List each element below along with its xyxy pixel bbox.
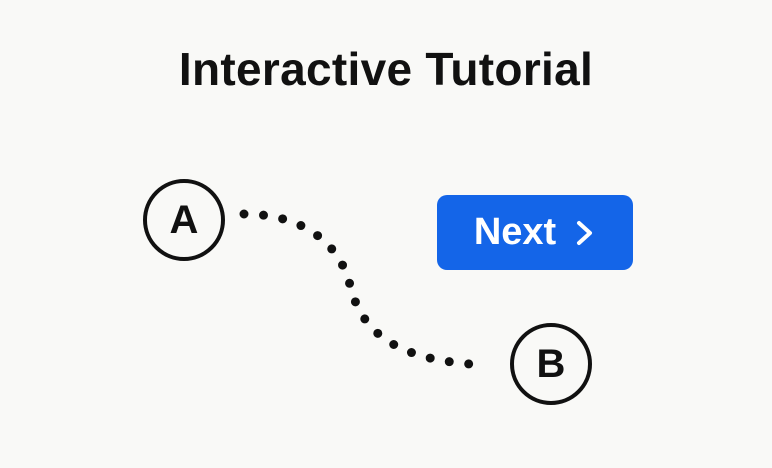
point-a-label: A (169, 197, 199, 242)
chevron-right-icon (577, 220, 593, 245)
next-button-label: Next (473, 211, 557, 253)
next-button[interactable]: Next (437, 195, 633, 270)
point-b-node[interactable]: B (510, 323, 592, 405)
point-a-node[interactable]: A (143, 179, 225, 261)
point-b-label: B (536, 341, 566, 386)
page-title: Interactive Tutorial (178, 43, 594, 95)
